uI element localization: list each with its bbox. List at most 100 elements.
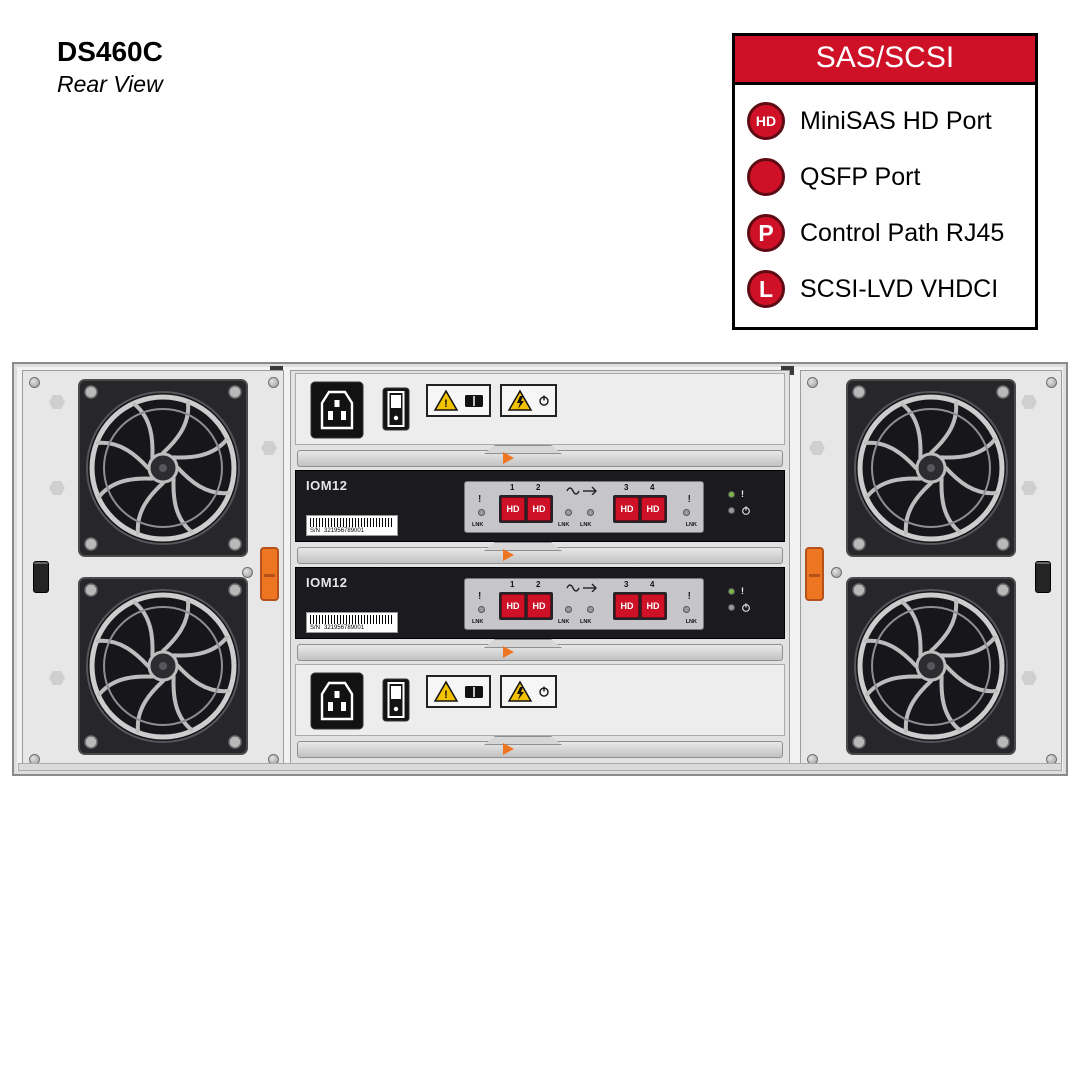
- serial-prefix: S/N: [310, 528, 321, 534]
- lnk-label: LNK: [685, 619, 697, 625]
- minisas-port-pair-3-4: HD HD: [613, 592, 667, 620]
- handle-bump: [484, 542, 562, 551]
- lnk-label: LNK: [558, 522, 570, 528]
- electric-hazard-label: [500, 675, 557, 708]
- fan-bottom: [846, 577, 1016, 755]
- orange-latch-arrow-icon: [503, 646, 514, 658]
- fan-module-right: [800, 370, 1062, 770]
- serial-text: S/N 321956789001: [307, 528, 397, 535]
- hex-vent: [809, 441, 825, 455]
- orange-latch-arrow-icon: [503, 743, 514, 755]
- iom-label: IOM12: [306, 478, 348, 493]
- hex-vent: [49, 481, 65, 495]
- serial-label: S/N 321956789001: [306, 515, 398, 536]
- status-led-cluster: !: [728, 583, 751, 615]
- hex-vent: [49, 671, 65, 685]
- caution-label: !: [426, 675, 491, 708]
- power-led-row: [728, 599, 751, 615]
- controller-bay: !: [290, 370, 790, 770]
- orange-latch-arrow-icon: [503, 549, 514, 561]
- edge-grip: [1035, 561, 1051, 593]
- psu-body: !: [295, 664, 785, 736]
- warning-triangle-icon: !: [433, 680, 459, 702]
- fan-release-latch: [260, 547, 279, 601]
- serial-label: S/N 321956789001: [306, 612, 398, 633]
- psu-cam-handle: [297, 736, 783, 758]
- attention-led-label: !: [478, 591, 482, 602]
- legend-label: Control Path RJ45: [800, 218, 1005, 247]
- power-icon: [742, 505, 750, 515]
- electric-warning-icon: [507, 389, 533, 411]
- caution-label: !: [426, 384, 491, 417]
- screw: [831, 567, 842, 578]
- control-path-rj45-icon: P: [747, 214, 785, 252]
- minisas-hd-port-2: HD: [527, 594, 551, 618]
- port-panel: 1 2 3 4 ! LNK HD HD LNK: [464, 481, 704, 533]
- power-led: [728, 603, 735, 611]
- port-number: 3: [624, 483, 629, 492]
- ac-inlet: [310, 672, 364, 735]
- hex-vent: [49, 395, 65, 409]
- barcode-icon: [310, 518, 394, 527]
- lnk-label: LNK: [472, 522, 484, 528]
- power-icon: [539, 395, 549, 406]
- attention-led-label: !: [687, 591, 691, 602]
- legend: SAS/SCSI HD MiniSAS HD Port QSFP Port P …: [732, 33, 1038, 330]
- fan-bottom: [78, 577, 248, 755]
- warning-triangle-icon: !: [433, 389, 459, 411]
- port-number: 1: [510, 483, 515, 492]
- minisas-hd-port-3: HD: [615, 497, 639, 521]
- iom12-a: IOM12 S/N 321956789001: [295, 470, 785, 564]
- qsfp-port-icon: [747, 158, 785, 196]
- enclosure-rear: !: [12, 362, 1068, 776]
- manual-book-icon: [465, 394, 483, 407]
- iom-label: IOM12: [306, 575, 348, 590]
- fault-led-label: !: [741, 489, 744, 499]
- power-switch-icon: [382, 678, 410, 722]
- power-led-row: [728, 502, 751, 518]
- page-subtitle: Rear View: [57, 71, 163, 97]
- port-number: 2: [536, 580, 541, 589]
- power-icon: [539, 686, 549, 697]
- fan-top: [846, 379, 1016, 557]
- minisas-port-pair-3-4: HD HD: [613, 495, 667, 523]
- legend-row-scsi: L SCSI-LVD VHDCI: [735, 261, 1035, 317]
- port-number: 2: [536, 483, 541, 492]
- svg-text:!: !: [444, 398, 448, 410]
- fan-top: [78, 379, 248, 557]
- hex-vent: [1021, 481, 1037, 495]
- lnk-label: LNK: [580, 522, 592, 528]
- title-block: DS460C Rear View: [57, 36, 163, 98]
- serial-number: 321956789001: [324, 625, 365, 631]
- link-led: [565, 509, 572, 516]
- link-led: [683, 606, 690, 613]
- link-led: [587, 509, 594, 516]
- minisas-port-pair-1-2: HD HD: [499, 495, 553, 523]
- screw: [242, 567, 253, 578]
- warning-labels: !: [426, 384, 557, 417]
- serial-number: 321956789001: [324, 528, 365, 534]
- legend-row-minisas: HD MiniSAS HD Port: [735, 93, 1035, 149]
- link-led: [587, 606, 594, 613]
- screw: [268, 377, 279, 388]
- port-number: 3: [624, 580, 629, 589]
- handle-bump: [484, 736, 562, 745]
- legend-label: QSFP Port: [800, 162, 921, 191]
- hex-vent: [261, 441, 277, 455]
- lnk-label: LNK: [580, 619, 592, 625]
- minisas-port-pair-1-2: HD HD: [499, 592, 553, 620]
- legend-label: SCSI-LVD VHDCI: [800, 274, 999, 303]
- port-panel: 1 2 3 4 ! LNK HD HD LNK: [464, 578, 704, 630]
- sas-expansion-glyph: [566, 583, 597, 593]
- fault-led-row: !: [728, 583, 751, 599]
- power-icon: [742, 602, 750, 612]
- iom-body: IOM12 S/N 321956789001: [295, 470, 785, 542]
- attention-led-label: !: [687, 494, 691, 505]
- link-led: [478, 606, 485, 613]
- warning-labels: !: [426, 675, 557, 708]
- iom-cam-handle: [297, 639, 783, 661]
- sas-expansion-icon: [565, 482, 601, 500]
- link-led: [478, 509, 485, 516]
- fan-icon: [78, 379, 248, 557]
